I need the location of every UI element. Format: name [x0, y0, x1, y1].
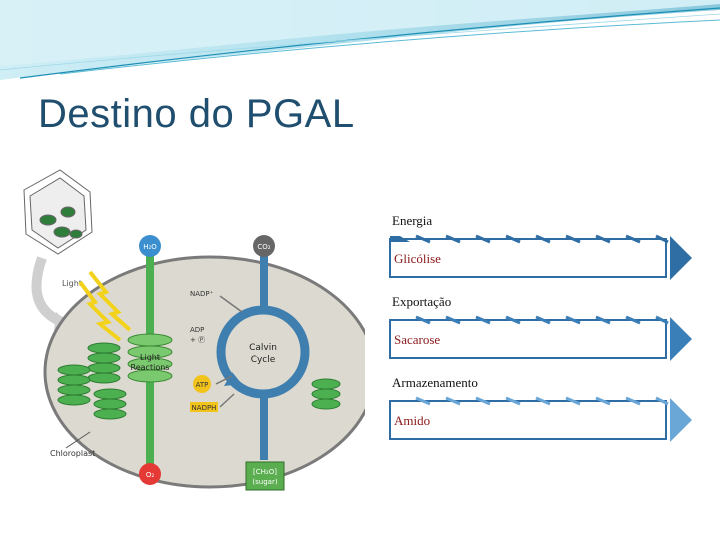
flow-box-sacarose: Sacarose [389, 319, 667, 359]
flow-box-label: Sacarose [394, 332, 441, 347]
nadph-badge [190, 402, 218, 412]
h2o-label: H₂O [143, 243, 157, 251]
thylakoid-stacks [57, 342, 341, 420]
atp-badge [193, 375, 211, 393]
flow-heading-exportacao: Exportação [392, 294, 452, 309]
sugar-box [245, 461, 285, 491]
co2-label: CO₂ [257, 243, 270, 251]
chloroplast-label: Chloroplast [50, 449, 95, 458]
o2-label: O₂ [146, 471, 155, 479]
light-reactions-stack [127, 333, 173, 383]
light-label: Light [62, 279, 82, 288]
sugar-label: (sugar) [252, 478, 277, 486]
light-reactions-label-2: Reactions [131, 363, 170, 372]
flow-box-label: Amido [394, 413, 431, 428]
flow-heading-energia: Energia [392, 213, 433, 228]
co2-node [253, 235, 275, 257]
leaf-cell-sketch [23, 169, 93, 255]
nadph-label: NADPH [192, 404, 217, 412]
pi-label: + Ⓟ [190, 336, 205, 344]
flow-box-label: Glicólise [394, 251, 441, 266]
co2-line [260, 254, 268, 310]
flow-box-glicolise: Glicólise [389, 238, 667, 278]
chevron-right-icon [415, 396, 692, 442]
adp-label: ADP [190, 326, 204, 334]
calvin-label-2: Cycle [251, 355, 276, 365]
light-arrow [31, 256, 65, 327]
ch2o-label: [CH₂O] [253, 468, 277, 476]
chevron-right-icon [415, 315, 692, 361]
light-reactions-label-1: Light [140, 353, 160, 362]
lightning-icon [78, 280, 122, 342]
slide-title: Destino do PGAL [38, 92, 355, 136]
chevron-right-icon [390, 234, 692, 280]
flow-box-amido: Amido [389, 400, 667, 440]
flow-heading-armazenamento: Armazenamento [392, 375, 478, 390]
nadp-label: NADP⁺ [190, 290, 214, 298]
sugar-line [260, 394, 268, 460]
h2o-node [139, 235, 161, 257]
header-swoosh-decoration [0, 0, 720, 80]
photosynthesis-diagram: Light Calvin Cycle H₂O O₂ CO₂ [CH₂O] (su… [20, 162, 365, 502]
calvin-label-1: Calvin [249, 343, 277, 353]
chevron-arrows [390, 234, 692, 442]
atp-label: ATP [196, 381, 209, 389]
o2-node [139, 463, 161, 485]
